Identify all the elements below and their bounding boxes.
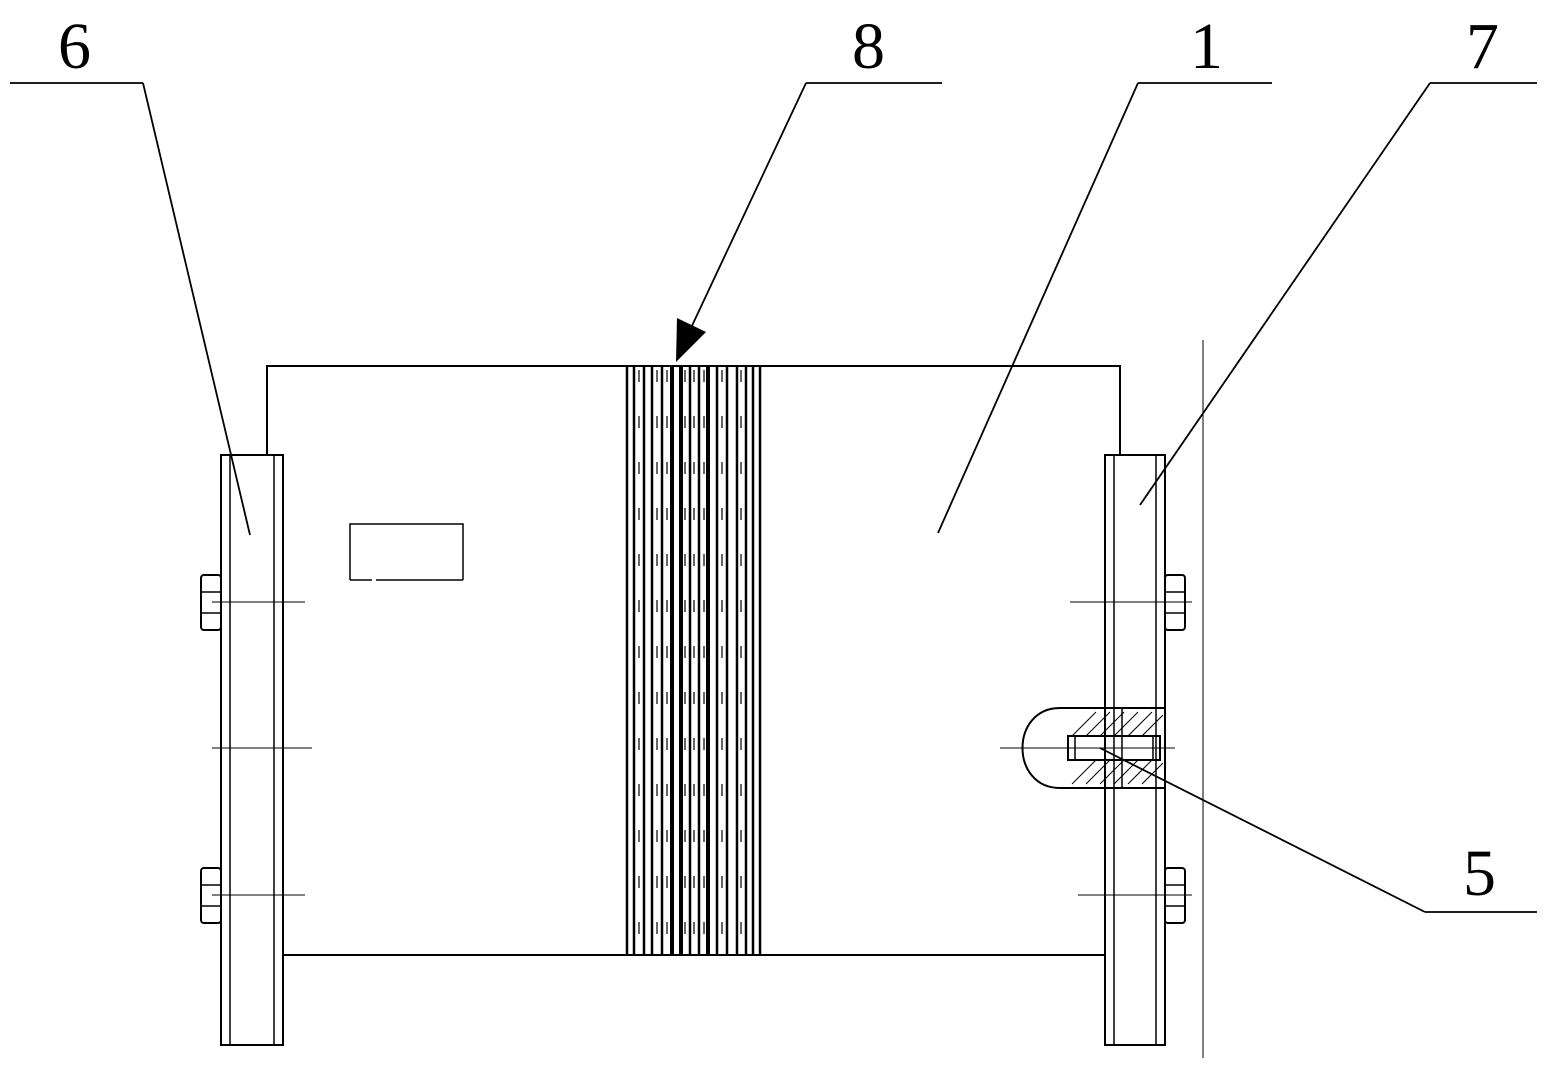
connector-hatching [1071,711,1164,785]
left-bolt-heads [200,574,222,924]
right-flange-plate [1104,454,1166,1046]
callout-6: 6 [58,10,91,83]
callout-5: 5 [1463,837,1496,910]
right-bolt-heads [1164,574,1186,924]
arrowhead-8 [676,318,706,362]
leader-lines [10,82,1537,913]
callout-7: 7 [1466,10,1499,83]
callout-1: 1 [1190,10,1223,83]
left-flange-plate [220,454,284,1046]
callout-8: 8 [852,10,885,83]
main-body [266,365,1121,956]
bellows-dashes [638,370,742,968]
center-lines [212,340,1204,1058]
bellows-band [625,366,762,955]
nameplate [349,523,464,581]
